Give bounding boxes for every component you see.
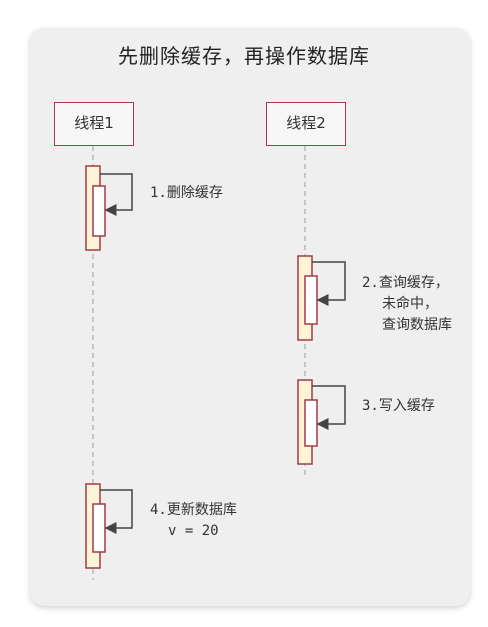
step3-label: 3.写入缓存 bbox=[362, 396, 435, 417]
step2-line3: 查询数据库 bbox=[382, 317, 452, 333]
activation-step3 bbox=[297, 379, 346, 465]
activation-step2 bbox=[297, 255, 346, 341]
step2-line2: 未命中， bbox=[382, 296, 438, 312]
step3-line1: 3.写入缓存 bbox=[362, 398, 435, 414]
actor-thread1: 线程1 bbox=[54, 102, 134, 146]
activation-step4 bbox=[85, 483, 133, 569]
step1-line1: 1.删除缓存 bbox=[150, 185, 223, 201]
step4-label: 4.更新数据库 v = 20 bbox=[150, 500, 237, 542]
diagram-title: 先删除缓存，再操作数据库 bbox=[118, 44, 370, 68]
step4-line1: 4.更新数据库 bbox=[150, 502, 237, 518]
step1-label: 1.删除缓存 bbox=[150, 183, 223, 204]
step2-line1: 2.查询缓存， bbox=[362, 275, 449, 291]
step4-line2: v = 20 bbox=[168, 523, 219, 539]
step2-label: 2.查询缓存， 未命中， 查询数据库 bbox=[362, 273, 452, 336]
actor-thread2: 线程2 bbox=[266, 102, 346, 146]
activation-step1 bbox=[85, 165, 133, 251]
